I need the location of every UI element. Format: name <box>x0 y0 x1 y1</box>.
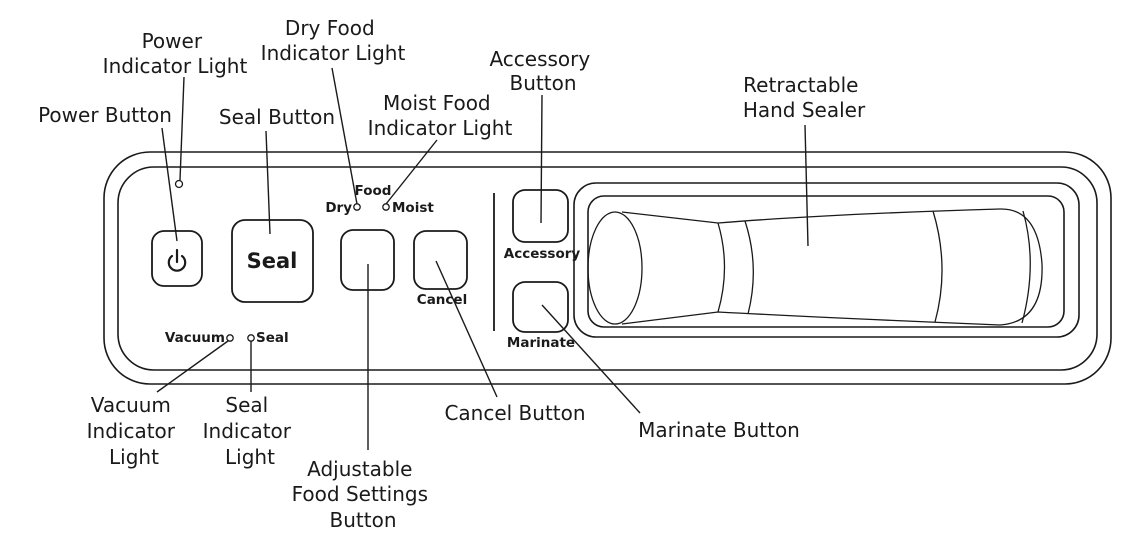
callout-marinate-button: Marinate Button <box>638 418 800 442</box>
seal-indicator-label: Seal <box>256 330 289 346</box>
leader-lines <box>156 67 809 450</box>
dry-food-indicator-light <box>353 203 361 211</box>
callout-moist-food-indicator-light: Moist Food Indicator Light <box>368 91 513 140</box>
callout-seal-button: Seal Button <box>219 105 335 129</box>
callout-power-button: Power Button <box>38 103 172 127</box>
power-indicator-light <box>174 179 184 189</box>
panel-inner-border <box>117 166 1098 371</box>
dry-label: Dry <box>325 200 352 216</box>
callout-vacuum-indicator-light: Vacuum Indicator Light <box>87 393 182 469</box>
food-label: Food <box>355 183 392 199</box>
cancel-button[interactable] <box>413 230 468 290</box>
callout-accessory-button: Accessory Button <box>489 47 596 95</box>
cancel-label: Cancel <box>417 292 467 308</box>
seal-button-label: Seal <box>247 249 298 273</box>
panel-outer-border <box>103 151 1112 385</box>
retractable-hand-sealer[interactable] <box>587 208 1043 326</box>
seal-button[interactable]: Seal <box>231 219 314 303</box>
callout-dry-food-indicator-light: Dry Food Indicator Light <box>261 16 406 65</box>
vacuum-indicator-light <box>226 334 234 342</box>
power-icon <box>167 248 187 272</box>
moist-label: Moist <box>392 200 434 216</box>
moist-food-indicator-light <box>382 203 390 211</box>
accessory-label: Accessory <box>504 246 581 262</box>
callout-adjustable-food-settings-button: Adjustable Food Settings Button <box>292 457 435 532</box>
callout-cancel-button: Cancel Button <box>444 401 585 425</box>
vacuum-label: Vacuum <box>165 330 225 346</box>
power-button[interactable] <box>151 230 203 287</box>
marinate-label: Marinate <box>507 335 575 351</box>
callout-retractable-hand-sealer: Retractable Hand Sealer <box>743 73 866 122</box>
callout-seal-indicator-light: Seal Indicator Light <box>203 393 298 469</box>
callout-power-indicator-light: Power Indicator Light <box>103 29 248 78</box>
seal-indicator-light <box>247 334 255 342</box>
hand-sealer-bay-outer <box>573 182 1080 338</box>
